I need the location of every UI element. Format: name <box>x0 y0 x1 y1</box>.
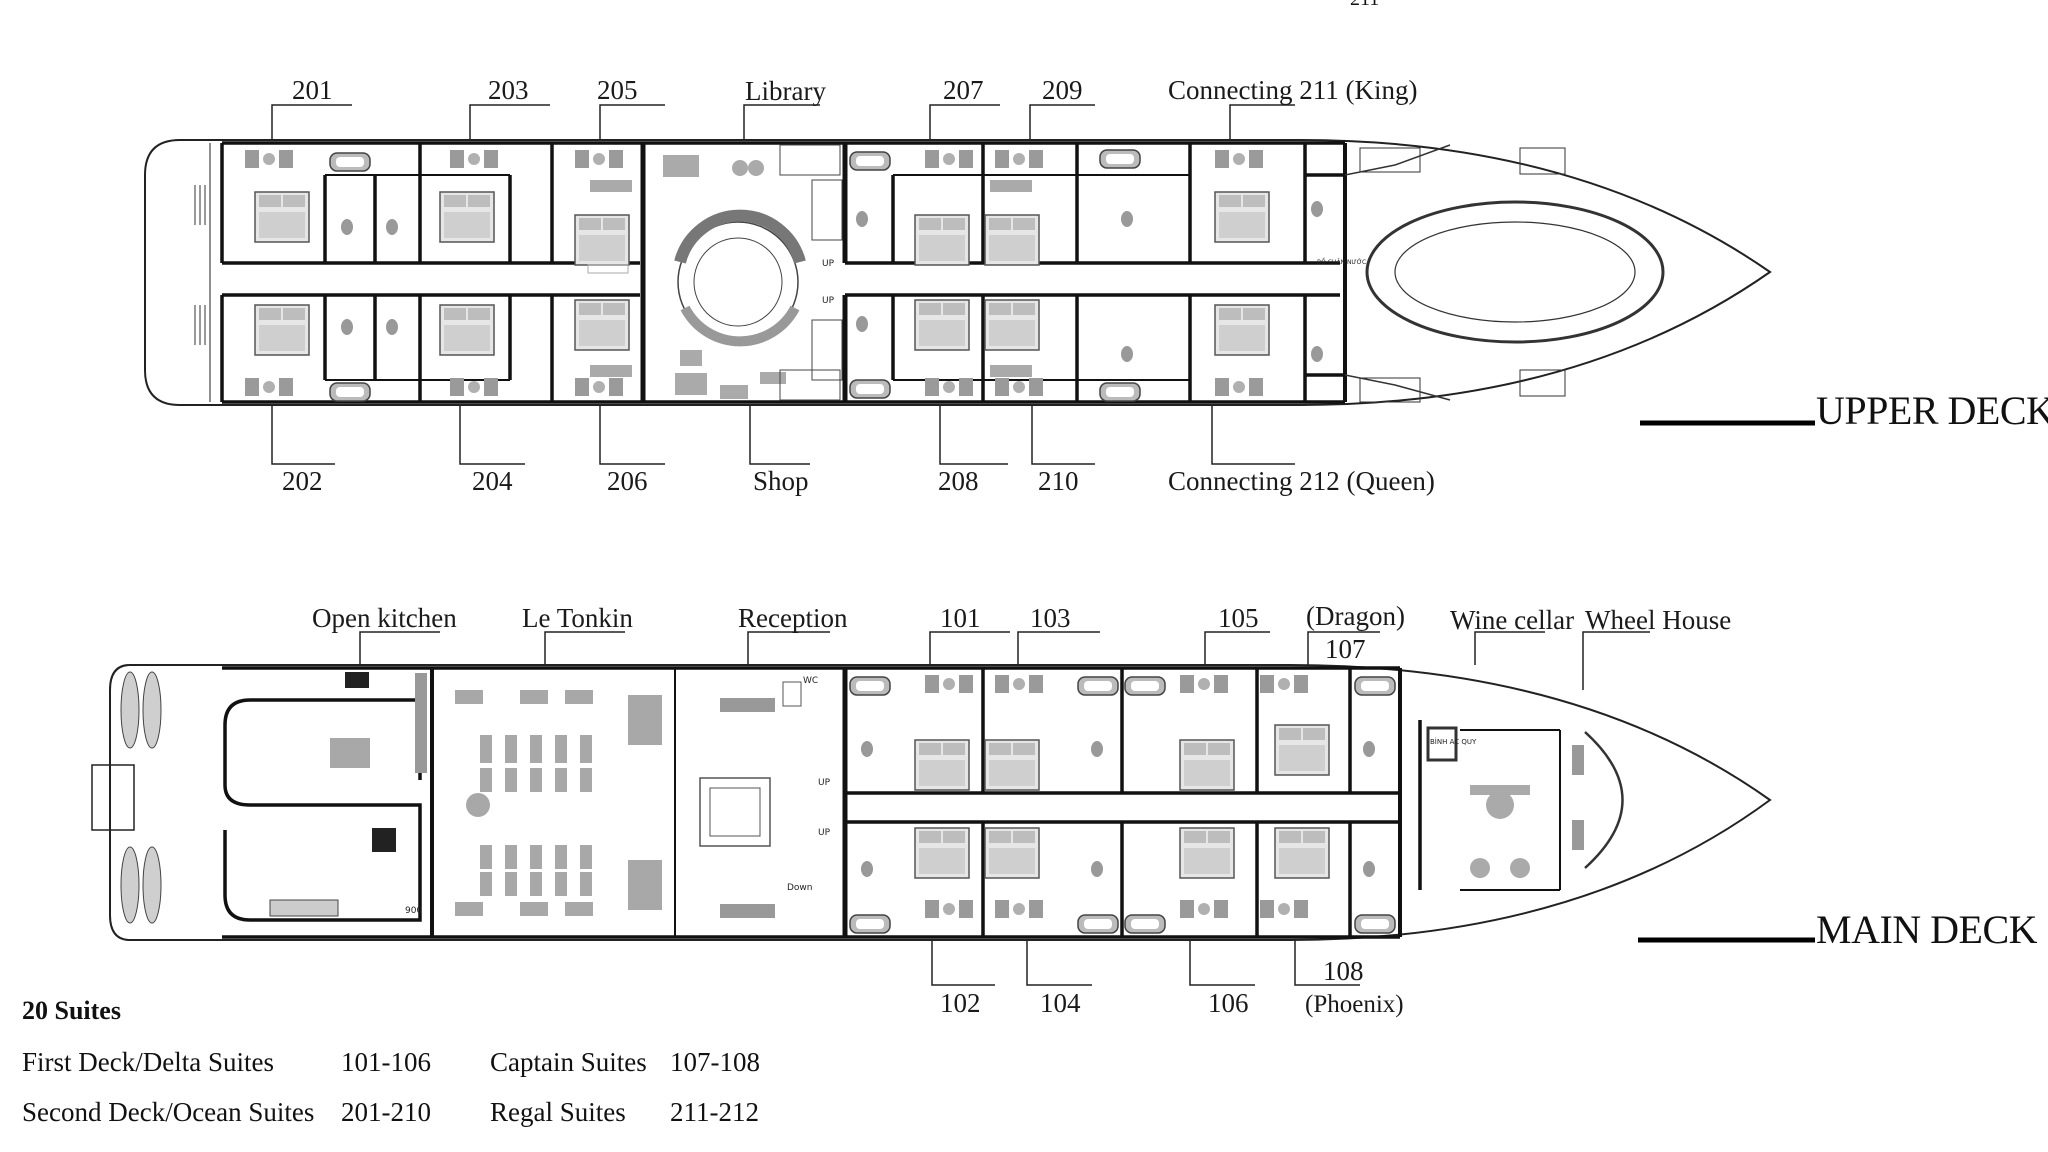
wine-cellar-wheel-house <box>1426 726 1624 878</box>
cabin-102-label: 102 <box>940 988 981 1018</box>
upper-deck-furniture <box>245 149 1323 402</box>
cabin-207-label: 207 <box>943 75 984 105</box>
open-kitchen-label: Open kitchen <box>312 603 457 633</box>
cabin-105-label: 105 <box>1218 603 1259 633</box>
main-deck-title: MAIN DECK <box>1816 907 2038 952</box>
library-label: Library <box>745 76 826 106</box>
wine-cellar-label: Wine cellar <box>1450 605 1575 635</box>
cabin-203-label: 203 <box>488 75 529 105</box>
main-900-mark: 900 <box>405 906 422 916</box>
upper-leader-lines <box>271 104 1295 465</box>
kayaks <box>120 671 162 924</box>
dragon-label: (Dragon) <box>1306 601 1405 631</box>
legend-row-1-name: First Deck/Delta Suites <box>22 1047 274 1077</box>
cabin-104-label: 104 <box>1040 988 1081 1018</box>
clipped-top-label: 211 <box>1350 0 1379 11</box>
reception-lobby <box>699 681 802 918</box>
cabin-106-label: 106 <box>1208 988 1249 1018</box>
reception-label: Reception <box>738 603 848 633</box>
cabin-205-label: 205 <box>597 75 638 105</box>
library-shop-area <box>663 144 843 401</box>
upper-deck-hull <box>144 139 1772 406</box>
shop-label: Shop <box>753 466 809 496</box>
upper-up-mark-2: UP <box>822 296 835 306</box>
legend-row-1-range: 101-106 <box>341 1047 431 1077</box>
legend-title: 20 Suites <box>22 996 121 1025</box>
cabin-208-label: 208 <box>938 466 979 496</box>
legend-row-2-range2: 211-212 <box>670 1097 759 1127</box>
cabin-209-label: 209 <box>1042 75 1083 105</box>
upper-deck-walls <box>220 141 1347 404</box>
connecting-212-label: Connecting 212 (Queen) <box>1168 466 1435 496</box>
main-down-mark: Down <box>787 883 813 893</box>
upper-sundeck <box>1344 144 1665 403</box>
upper-deck-title: UPPER DECK <box>1816 388 2048 433</box>
cabin-206-label: 206 <box>607 466 648 496</box>
upper-foot-wash-mark: BỒ CHÂN NƯỚC <box>1317 257 1366 266</box>
cabin-107-label: 107 <box>1325 634 1366 664</box>
main-deck-hull <box>91 664 1772 941</box>
legend-row-1-range2: 107-108 <box>670 1047 760 1077</box>
main-up-mark-2: UP <box>818 828 831 838</box>
cabin-108-label: 108 <box>1323 956 1364 986</box>
cabin-204-label: 204 <box>472 466 513 496</box>
upper-up-mark-1: UP <box>822 259 835 269</box>
upper-stern-stairs <box>194 185 206 345</box>
main-up-mark-1: UP <box>818 778 831 788</box>
connecting-211-label: Connecting 211 (King) <box>1168 75 1418 105</box>
cabin-210-label: 210 <box>1038 466 1079 496</box>
main-battery-mark: BÌNH AC QUY <box>1430 737 1477 746</box>
legend-row-2-name2: Regal Suites <box>490 1097 626 1127</box>
wheel-house-label: Wheel House <box>1585 605 1732 635</box>
phoenix-label: (Phoenix) <box>1305 991 1404 1018</box>
restaurant-furniture <box>269 672 662 917</box>
legend-row-2-range: 201-210 <box>341 1097 431 1127</box>
cabin-202-label: 202 <box>282 466 323 496</box>
cabin-201-label: 201 <box>292 75 333 105</box>
cabin-103-label: 103 <box>1030 603 1071 633</box>
main-wc-mark: WC <box>803 676 818 686</box>
legend-row-2-name: Second Deck/Ocean Suites <box>22 1097 315 1127</box>
main-leader-lines <box>359 631 1650 986</box>
le-tonkin-label: Le Tonkin <box>522 603 633 633</box>
legend-row-1-name2: Captain Suites <box>490 1047 647 1077</box>
cabin-101-label: 101 <box>940 603 981 633</box>
